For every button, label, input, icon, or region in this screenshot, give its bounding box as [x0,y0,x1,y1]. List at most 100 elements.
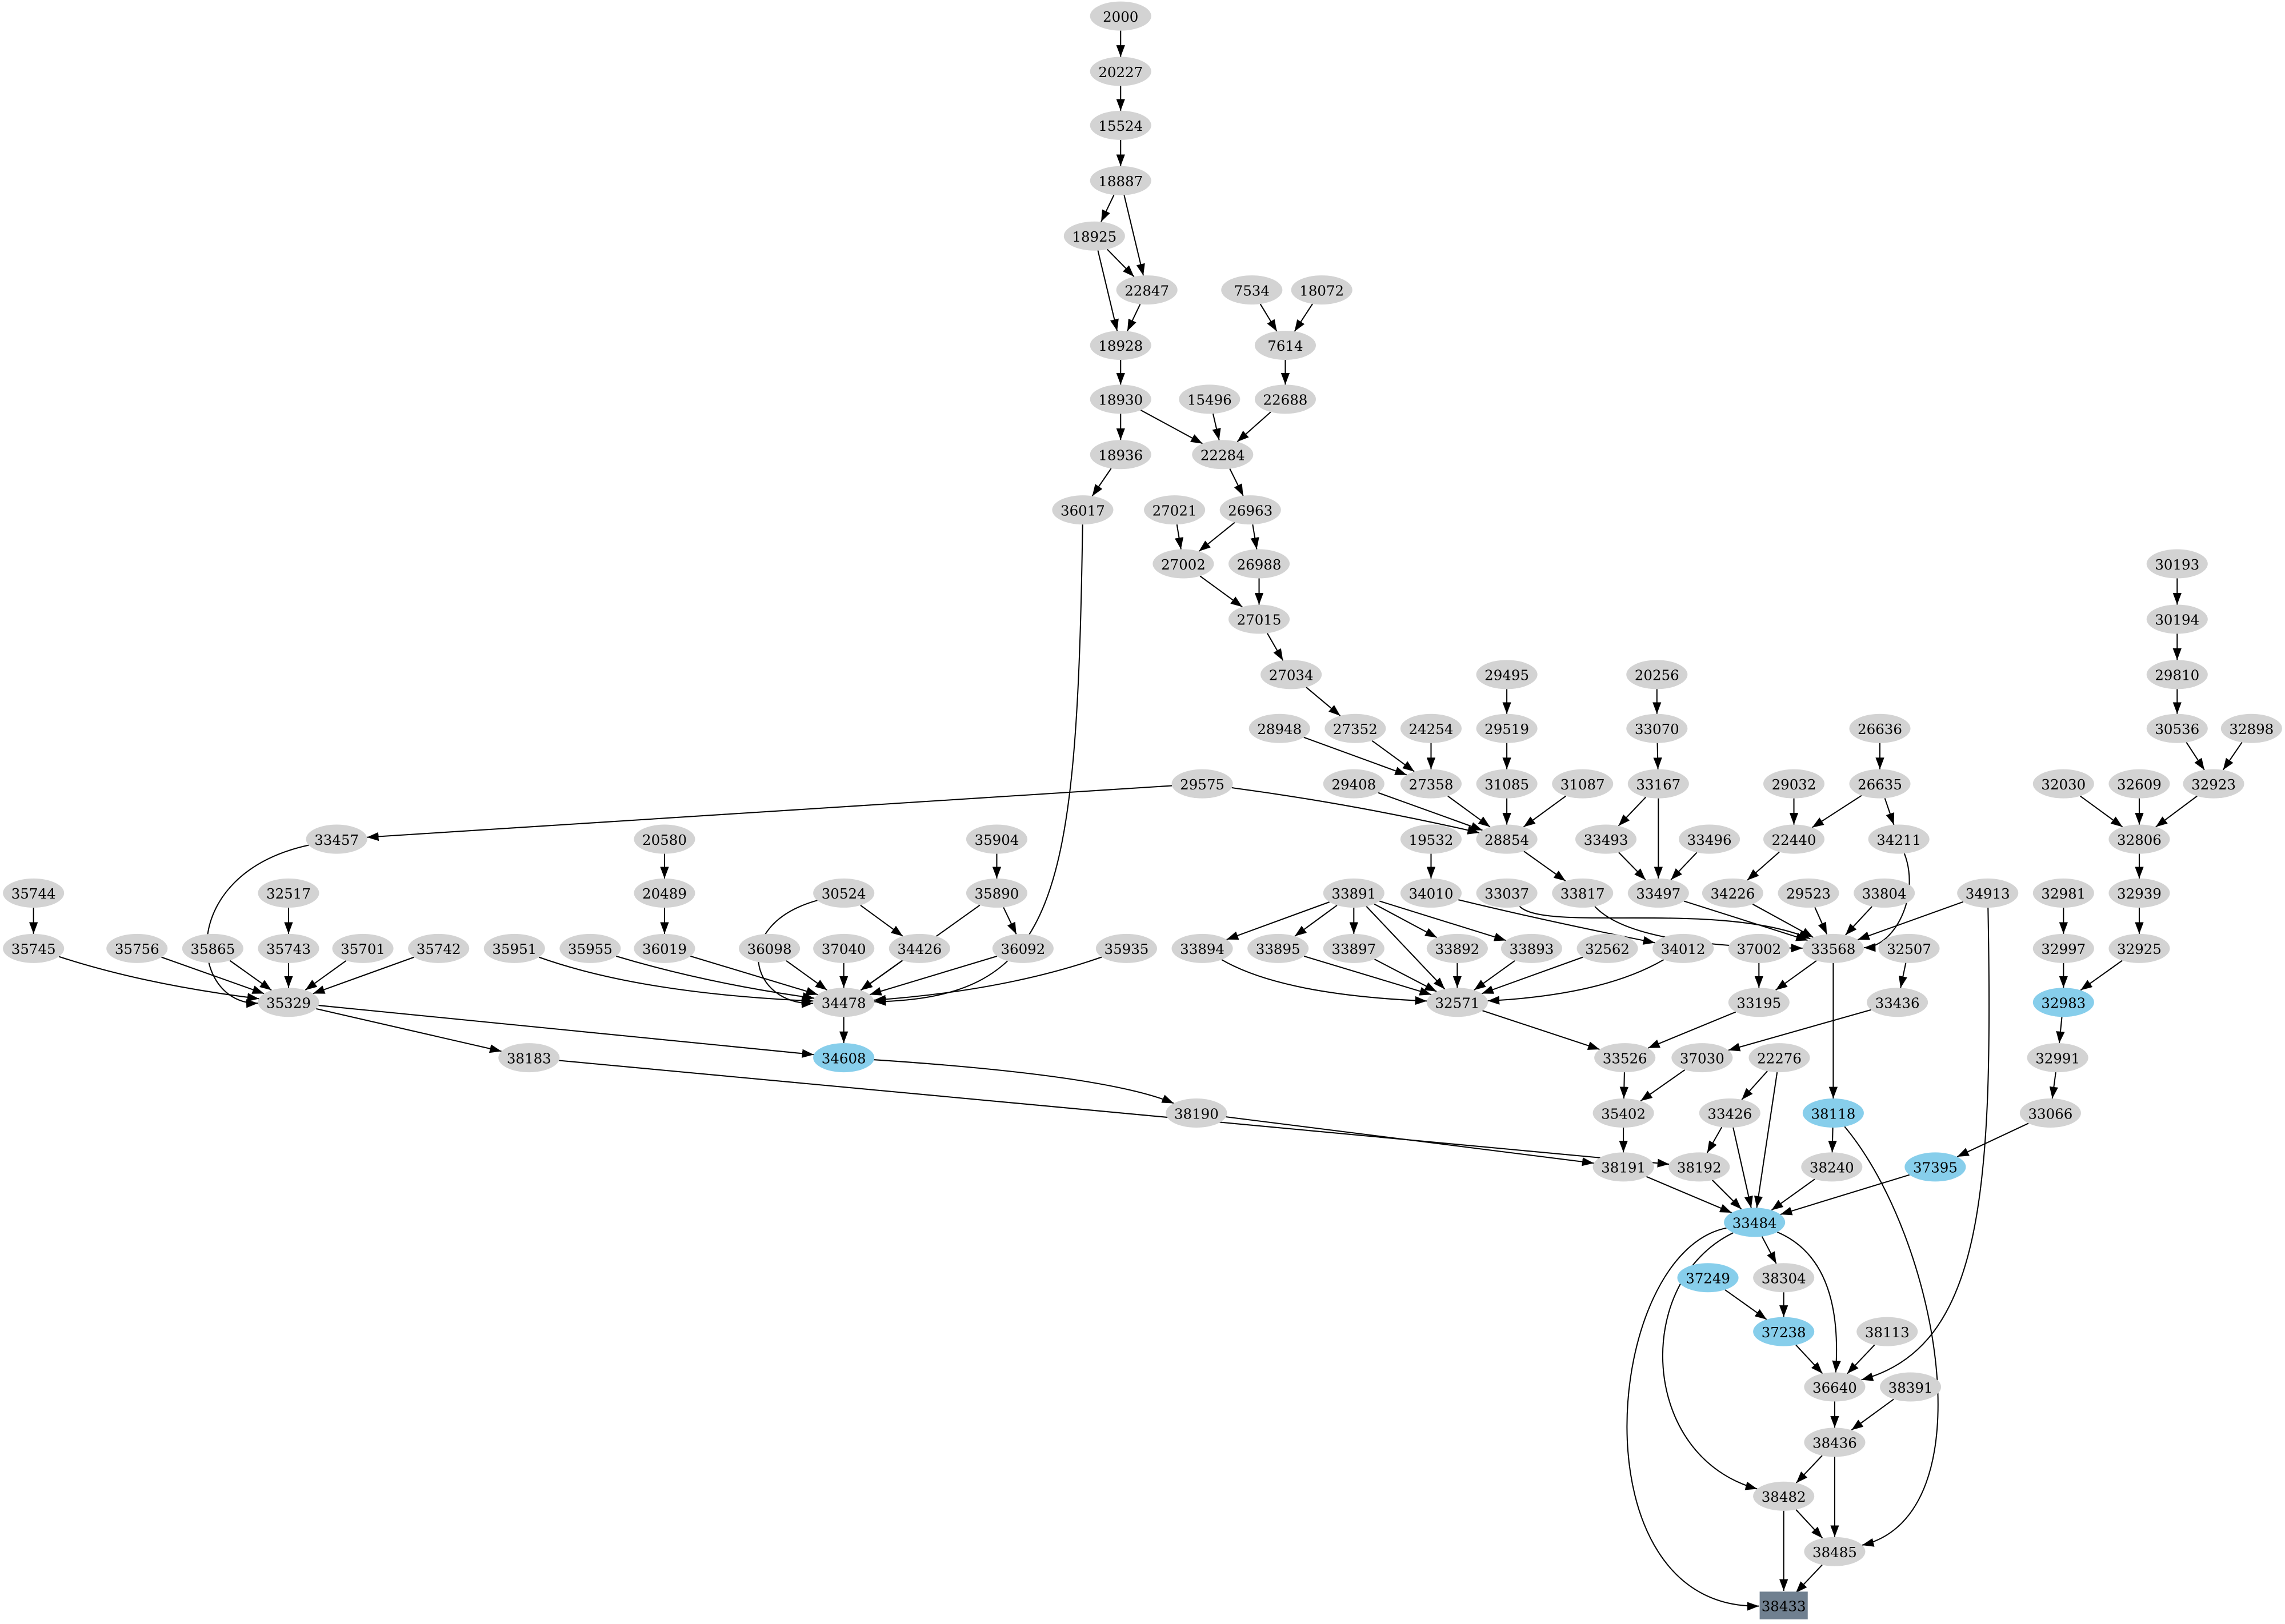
graph-node[interactable]: 35904 [966,824,1028,854]
graph-node[interactable]: 32939 [2108,878,2170,908]
graph-node[interactable]: 38240 [1801,1152,1863,1182]
graph-node[interactable]: 32806 [2108,824,2170,854]
graph-node[interactable]: 37030 [1671,1043,1733,1073]
graph-node[interactable]: 26988 [1228,549,1290,579]
graph-node[interactable]: 35744 [3,878,65,908]
graph-node[interactable]: 37040 [813,933,875,963]
graph-node[interactable]: 20227 [1090,57,1151,86]
graph-node[interactable]: 18925 [1063,221,1125,251]
graph-node[interactable]: 29519 [1476,713,1538,743]
graph-node[interactable]: 18072 [1291,275,1352,305]
graph-node[interactable]: 18887 [1090,166,1151,195]
graph-node[interactable]: 32923 [2183,769,2244,799]
graph-node[interactable]: 27002 [1152,549,1214,579]
graph-node[interactable]: 33195 [1728,988,1790,1017]
graph-node[interactable]: 27034 [1260,660,1322,689]
graph-node[interactable]: 33167 [1627,769,1689,799]
graph-node[interactable]: 18936 [1090,440,1151,470]
graph-node[interactable]: 37249 [1677,1263,1739,1293]
graph-node[interactable]: 29032 [1763,769,1825,799]
graph-node[interactable]: 32609 [2108,769,2170,799]
graph-node[interactable]: 32898 [2220,713,2282,743]
graph-node[interactable]: 22440 [1763,824,1825,854]
graph-node[interactable]: 33484 [1724,1208,1786,1237]
graph-node[interactable]: 33568 [1802,933,1864,963]
graph-node[interactable]: 19532 [1400,824,1462,854]
graph-node[interactable]: 35743 [258,933,319,963]
graph-node[interactable]: 32571 [1426,988,1488,1017]
graph-node[interactable]: 38190 [1166,1098,1227,1128]
graph-node[interactable]: 20489 [634,878,695,908]
graph-node[interactable]: 7534 [1221,275,1283,305]
graph-node[interactable]: 20580 [634,824,695,854]
graph-node[interactable]: 38191 [1592,1152,1654,1182]
graph-node[interactable]: 35890 [966,878,1028,908]
graph-node[interactable]: 35955 [559,933,621,963]
graph-node[interactable]: 33426 [1699,1098,1760,1128]
graph-node[interactable]: 28948 [1248,713,1310,743]
graph-node[interactable]: 34211 [1868,824,1930,854]
graph-node[interactable]: 26635 [1849,769,1911,799]
graph-node[interactable]: 35951 [483,933,545,963]
graph-node[interactable]: 37238 [1753,1317,1815,1346]
graph-node[interactable]: 38118 [1802,1098,1864,1128]
graph-node[interactable]: 22276 [1748,1043,1810,1073]
graph-node[interactable]: 33894 [1171,933,1233,963]
graph-node[interactable]: 35756 [106,933,168,963]
graph-node[interactable]: 36640 [1804,1372,1866,1402]
graph-node[interactable]: 35742 [408,933,470,963]
graph-node[interactable]: 38482 [1753,1481,1815,1511]
graph-node[interactable]: 30193 [2146,549,2208,579]
graph-node[interactable]: 36092 [992,933,1054,963]
graph-node[interactable]: 30194 [2146,604,2208,634]
graph-node[interactable]: 32925 [2108,933,2170,963]
graph-node[interactable]: 33895 [1247,933,1309,963]
graph-node[interactable]: 33070 [1626,713,1688,743]
graph-node[interactable]: 24254 [1400,713,1462,743]
graph-node[interactable]: 36017 [1052,495,1114,525]
graph-node[interactable]: 36098 [739,933,801,963]
graph-node[interactable]: 33497 [1627,878,1689,908]
graph-node[interactable]: 32030 [2032,769,2094,799]
graph-node[interactable]: 37395 [1904,1152,1966,1182]
graph-node[interactable]: 35701 [332,933,394,963]
graph-node[interactable]: 37002 [1728,933,1790,963]
graph-node[interactable]: 34478 [813,988,875,1017]
graph-node[interactable]: 38192 [1668,1152,1730,1182]
graph-node[interactable]: 2000 [1090,1,1151,31]
graph-node[interactable]: 31085 [1476,769,1538,799]
graph-node[interactable]: 29495 [1476,660,1538,689]
graph-node[interactable]: 32997 [2032,933,2094,963]
graph-node[interactable]: 27358 [1400,769,1462,799]
graph-node[interactable]: 34608 [813,1043,875,1073]
graph-node[interactable]: 27021 [1144,495,1206,525]
graph-node[interactable]: 38113 [1856,1317,1918,1346]
graph-node[interactable]: 33897 [1323,933,1384,963]
graph-node[interactable]: 22847 [1116,275,1178,305]
graph-node[interactable]: 35745 [3,933,65,963]
graph-node[interactable]: 33496 [1679,824,1740,854]
graph-node[interactable]: 33804 [1854,878,1915,908]
graph-node[interactable]: 26636 [1849,713,1911,743]
graph-node[interactable]: 32562 [1576,933,1638,963]
graph-node[interactable]: 7614 [1254,330,1316,360]
graph-node[interactable]: 26963 [1219,495,1281,525]
graph-node[interactable]: 38436 [1804,1427,1866,1457]
graph-node[interactable]: 32981 [2032,878,2094,908]
graph-node[interactable]: 34226 [1702,878,1763,908]
graph-node[interactable]: 33893 [1500,933,1563,963]
graph-node[interactable]: 33892 [1426,933,1488,963]
graph-node[interactable]: 18930 [1090,384,1151,414]
graph-node[interactable]: 29575 [1171,769,1233,799]
graph-node[interactable]: 34010 [1400,878,1462,908]
graph-node[interactable]: 36019 [634,933,695,963]
graph-node[interactable]: 33817 [1552,878,1614,908]
graph-node[interactable]: 33037 [1476,878,1538,908]
graph-node[interactable]: 38485 [1804,1537,1866,1566]
graph-node[interactable]: 33891 [1323,878,1384,908]
graph-node[interactable]: 30524 [813,878,875,908]
graph-node[interactable]: 15524 [1090,110,1151,140]
graph-node[interactable]: 27015 [1228,604,1290,634]
graph-node[interactable]: 33526 [1594,1043,1656,1073]
graph-node[interactable]: 34426 [889,933,950,963]
